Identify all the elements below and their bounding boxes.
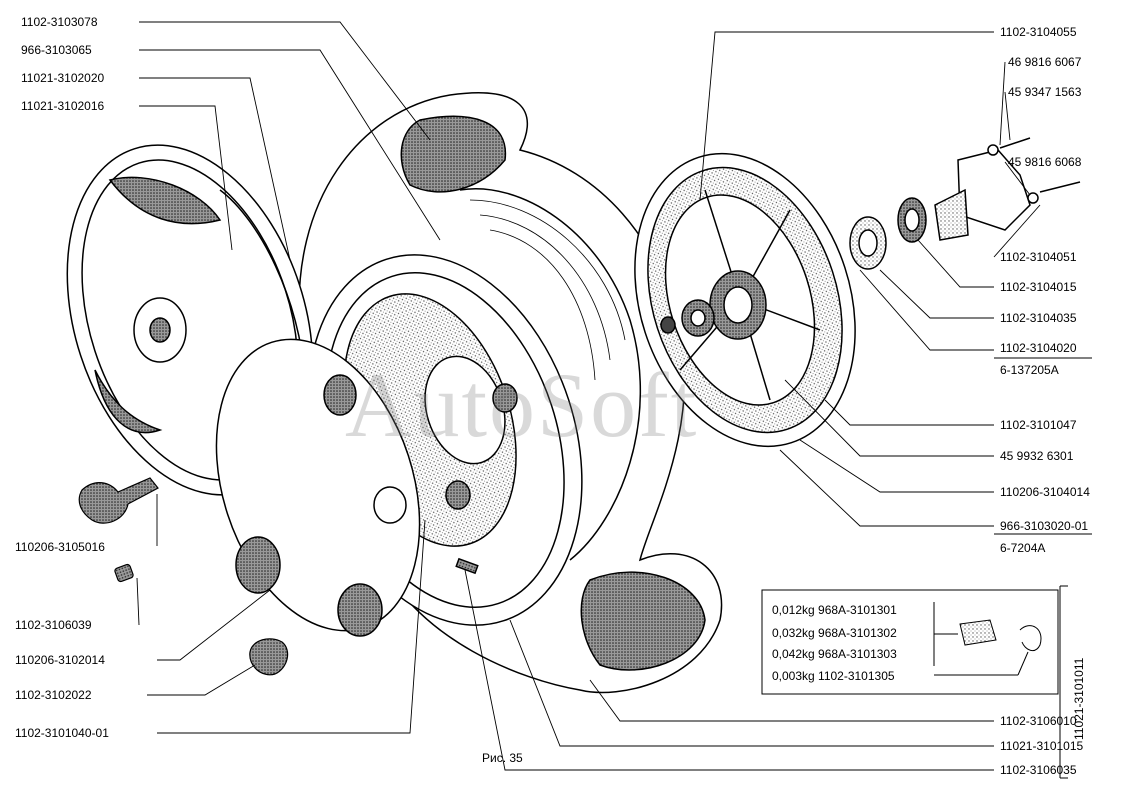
part-label: 11021-3102020 [21, 71, 105, 85]
hub-parts [849, 137, 1081, 270]
part-label: 45 9932 6301 [1000, 449, 1074, 463]
leader-lines [136, 21, 1092, 771]
part-label: 1102-3101047 [1000, 418, 1077, 432]
part-label: 1102-3104055 [1000, 25, 1077, 39]
assembly-bracket [1059, 585, 1068, 779]
part-label: 11021-3102016 [21, 99, 105, 113]
part-label: 966-3103065 [21, 43, 92, 57]
part-label: 966-3103020-01 [1000, 519, 1089, 533]
part-label: 1102-3106035 [1000, 763, 1077, 777]
brake-drum [634, 152, 856, 448]
trim-plate [215, 338, 421, 637]
part-label: 1102-3104020 [1000, 341, 1077, 355]
part-label: 1102-3104015 [1000, 280, 1077, 294]
part-label: 6-7204A [1000, 541, 1046, 555]
assembly-number: 11021-3101011 [1072, 657, 1086, 740]
weights-box [761, 589, 1059, 695]
watermark: AutoSoft [345, 354, 699, 456]
part-label: 110206-3104014 [1000, 485, 1090, 499]
part-label: 1102-3102022 [15, 688, 92, 702]
part-label: 45 9347 1563 [1008, 85, 1082, 99]
figure-caption: Рис. 35 [482, 751, 523, 765]
part-label: 1102-3106039 [15, 618, 92, 632]
small-parts [78, 477, 289, 676]
weight-label: 0,012kg 968A-3101301 [772, 603, 897, 617]
part-label: 1102-3101040-01 [15, 726, 109, 740]
part-label: 45 9816 6068 [1008, 155, 1082, 169]
weight-label: 0,032kg 968A-3101302 [772, 626, 897, 640]
part-label: 1102-3106010 [1000, 714, 1077, 728]
part-label: 46 9816 6067 [1008, 55, 1082, 69]
part-label: 110206-3102014 [15, 653, 105, 667]
part-label: 110206-3105016 [15, 540, 105, 554]
weight-label: 0,003kg 1102-3101305 [772, 669, 895, 683]
part-label: 6-137205A [1000, 363, 1059, 377]
weight-label: 0,042kg 968A-3101303 [772, 647, 897, 661]
part-label: 1102-3103078 [21, 15, 98, 29]
part-label: 1102-3104035 [1000, 311, 1077, 325]
part-label: 1102-3104051 [1000, 250, 1077, 264]
part-label: 11021-3101015 [1000, 739, 1084, 753]
